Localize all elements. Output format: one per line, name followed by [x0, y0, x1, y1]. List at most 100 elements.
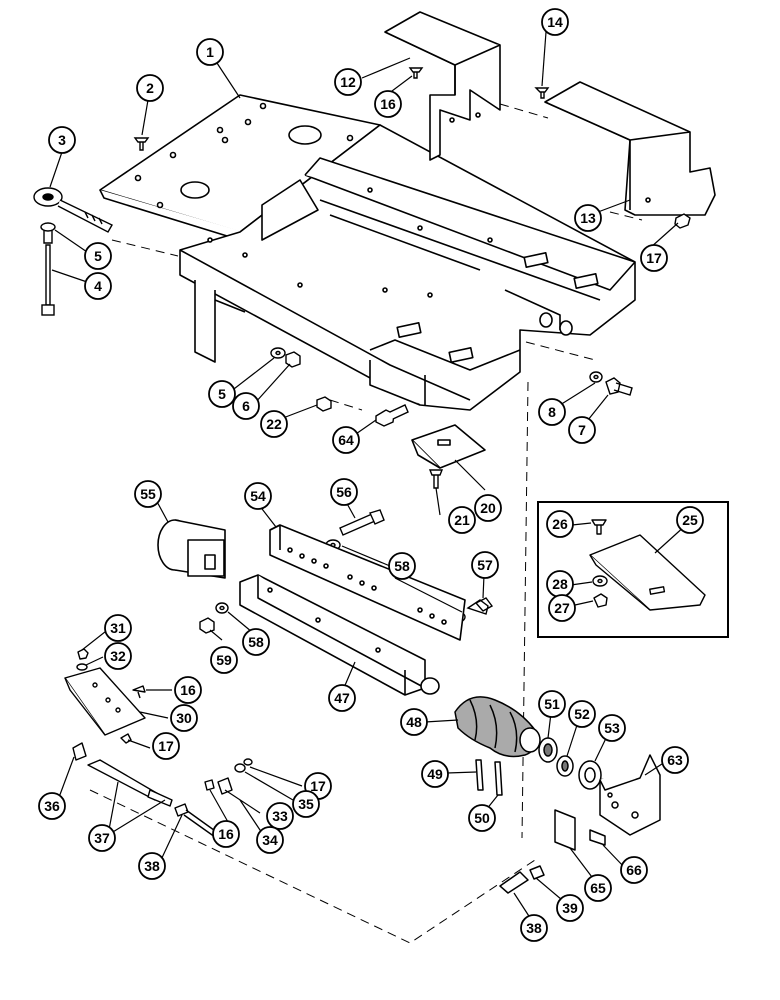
bolt-4	[45, 244, 51, 306]
callout-31: 31	[104, 614, 132, 642]
callout-21: 21	[448, 506, 476, 534]
callout-number: 35	[298, 796, 314, 812]
callout-17: 17	[640, 244, 668, 272]
callout-51: 51	[538, 690, 566, 718]
callout-number: 5	[218, 386, 226, 402]
callout-circle	[574, 204, 602, 232]
callout-7: 7	[568, 416, 596, 444]
callout-48: 48	[400, 708, 428, 736]
callout-number: 33	[272, 808, 288, 824]
callout-circle	[292, 790, 320, 818]
callout-circle	[620, 856, 648, 884]
callout-number: 53	[604, 720, 620, 736]
callout-circle	[538, 398, 566, 426]
callout-circle	[174, 676, 202, 704]
hardware	[33, 67, 691, 634]
callout-circle	[546, 510, 574, 538]
washer-5	[40, 222, 56, 232]
callout-number: 6	[242, 398, 250, 414]
callout-circle	[661, 746, 689, 774]
callout-circle	[244, 482, 272, 510]
callout-number: 27	[554, 600, 570, 616]
callout-5: 5	[208, 380, 236, 408]
callout-52: 52	[568, 700, 596, 728]
callout-number: 50	[474, 810, 490, 826]
callout-number: 66	[626, 862, 642, 878]
callout-circle	[568, 416, 596, 444]
callout-number: 20	[480, 500, 496, 516]
callout-16: 16	[174, 676, 202, 704]
callout-circle	[170, 704, 198, 732]
callout-number: 48	[406, 714, 422, 730]
callout-53: 53	[598, 714, 626, 742]
callout-17: 17	[152, 732, 180, 760]
callout-number: 16	[218, 826, 234, 842]
callout-12: 12	[334, 68, 362, 96]
callout-circle	[640, 244, 668, 272]
callout-number: 22	[266, 416, 282, 432]
callout-circle	[538, 690, 566, 718]
plate-30	[64, 667, 146, 736]
callout-number: 51	[544, 696, 560, 712]
callout-number: 12	[340, 74, 356, 90]
callout-circle	[84, 272, 112, 300]
callout-circle	[474, 494, 502, 522]
callout-number: 65	[590, 880, 606, 896]
callout-circle	[568, 700, 596, 728]
callout-4: 4	[84, 272, 112, 300]
callout-30: 30	[170, 704, 198, 732]
callout-16: 16	[212, 820, 240, 848]
callout-28: 28	[546, 570, 574, 598]
callout-circle	[212, 820, 240, 848]
callout-57: 57	[471, 551, 499, 579]
callout-circle	[266, 802, 294, 830]
callout-33: 33	[266, 802, 294, 830]
callout-number: 63	[667, 752, 683, 768]
callout-circle	[256, 826, 284, 854]
callout-38: 38	[520, 914, 548, 942]
callout-number: 49	[427, 766, 443, 782]
callout-circle	[520, 914, 548, 942]
callout-circle	[598, 714, 626, 742]
callout-number: 64	[338, 432, 354, 448]
callout-47: 47	[328, 684, 356, 712]
callout-circle	[260, 410, 288, 438]
callout-number: 14	[547, 14, 563, 30]
plate-hole	[288, 125, 322, 145]
callout-14: 14	[541, 8, 569, 36]
callout-55: 55	[134, 480, 162, 508]
callout-circle	[104, 642, 132, 670]
callout-number: 2	[146, 80, 154, 96]
callout-2: 2	[136, 74, 164, 102]
callout-number: 38	[526, 920, 542, 936]
callout-number: 52	[574, 706, 590, 722]
callout-27: 27	[548, 594, 576, 622]
callout-circle	[242, 628, 270, 656]
callout-25: 25	[676, 506, 704, 534]
callout-number: 58	[394, 558, 410, 574]
leader-lines	[49, 31, 687, 928]
callout-number: 3	[58, 132, 66, 148]
callout-number: 30	[176, 710, 192, 726]
callout-circle	[138, 852, 166, 880]
callout-number: 13	[580, 210, 596, 226]
main-frame-assembly	[99, 94, 636, 469]
callout-circle	[556, 894, 584, 922]
callout-number: 17	[158, 738, 174, 754]
callout-number: 16	[180, 682, 196, 698]
callout-circle	[88, 824, 116, 852]
callout-number: 59	[216, 652, 232, 668]
callout-58: 58	[242, 628, 270, 656]
callout-circle	[48, 126, 76, 154]
callout-36: 36	[38, 792, 66, 820]
callout-32: 32	[104, 642, 132, 670]
callout-circle	[104, 614, 132, 642]
callout-3: 3	[48, 126, 76, 154]
callout-circle	[676, 506, 704, 534]
callout-circle	[468, 804, 496, 832]
callout-circle	[208, 380, 236, 408]
callout-26: 26	[546, 510, 574, 538]
callout-circle	[448, 506, 476, 534]
callout-number: 31	[110, 620, 126, 636]
callout-63: 63	[661, 746, 689, 774]
